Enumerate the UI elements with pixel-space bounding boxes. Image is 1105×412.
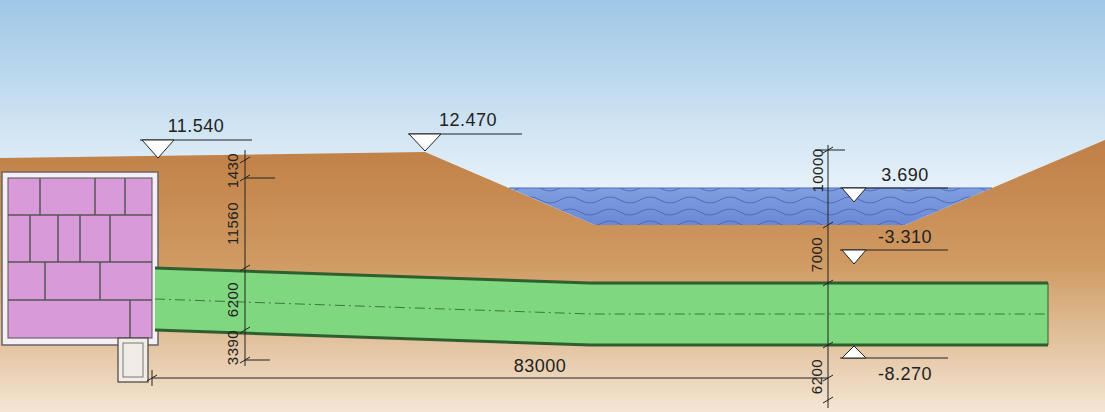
tunnel-centerline — [155, 299, 1048, 314]
dimension-label: 11560 — [225, 201, 240, 244]
elevation-markers — [140, 134, 948, 358]
sump-pit-inner — [123, 343, 143, 377]
station-outline — [2, 172, 158, 345]
dimension-label: 1430 — [226, 152, 241, 187]
water-surface — [509, 188, 992, 189]
dimension-label: 3390 — [226, 329, 241, 364]
dimension-label: 10000 — [810, 148, 825, 192]
tunnel-end — [1048, 283, 1049, 345]
elevation-label: 11.540 — [168, 117, 225, 135]
river-waves — [509, 188, 992, 225]
dimension-label: 6200 — [810, 358, 825, 393]
tunnel-bottom-wall — [155, 330, 1048, 345]
sump-pit — [118, 338, 148, 382]
elevation-label: -8.270 — [878, 365, 932, 383]
dimension-label: 7000 — [810, 236, 825, 271]
dimension-lines — [147, 145, 845, 408]
dimension-label: 6200 — [226, 281, 241, 316]
elevation-label: 3.690 — [881, 166, 929, 184]
station-floors — [8, 178, 152, 338]
elevation-label: -3.310 — [878, 228, 932, 246]
station-body — [8, 178, 152, 338]
dimension-label: 83000 — [514, 357, 567, 375]
river-water — [509, 188, 992, 225]
elevation-label: 12.470 — [439, 111, 497, 129]
ground — [0, 140, 1105, 412]
tunnel-top-wall — [155, 268, 1048, 283]
tunnel — [155, 268, 1048, 345]
